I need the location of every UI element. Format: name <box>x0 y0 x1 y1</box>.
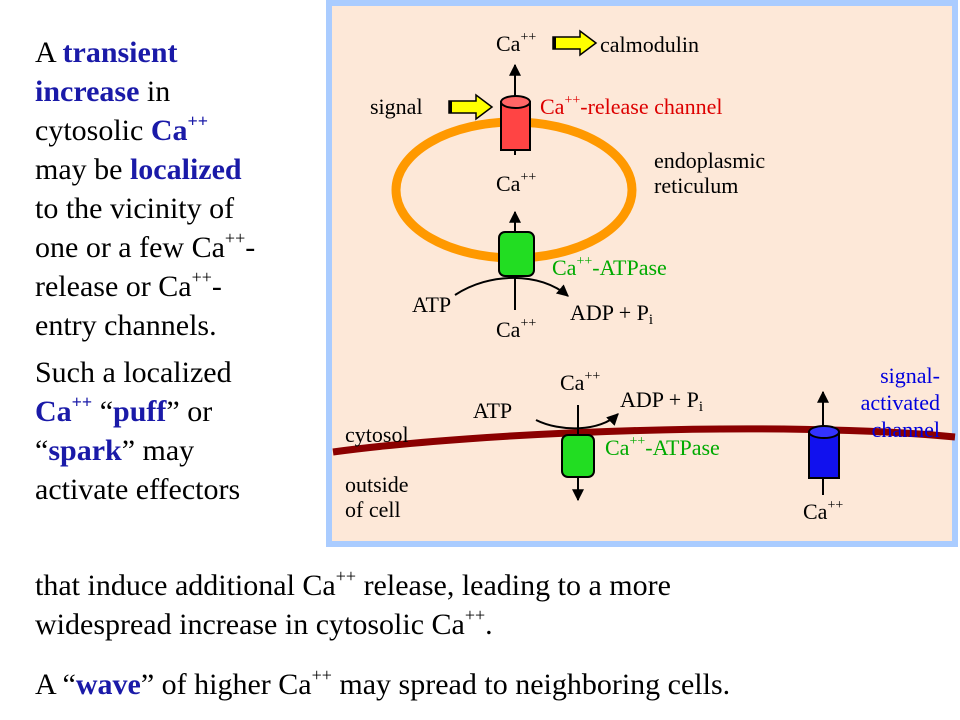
label-ca-pm: Ca++ <box>560 369 600 395</box>
emphasis-puff: puff <box>113 395 167 428</box>
label-release-channel: Ca++-release channel <box>540 93 723 119</box>
text-release-or: release or Ca <box>35 270 192 303</box>
diagram-panel <box>326 0 958 547</box>
yellow-arrow-calmodulin <box>552 29 598 57</box>
label-signal-activated-3: channel <box>872 417 940 442</box>
label-ca-er-lumen: Ca++ <box>496 170 536 196</box>
label-ca-top: Ca++ <box>496 30 536 56</box>
emphasis-wave: wave <box>75 668 141 701</box>
text-entry-channels: entry channels. <box>35 309 217 342</box>
text-induce-additional: that induce additional Ca <box>35 569 336 602</box>
text-release-leading: release, leading to a more <box>356 569 671 602</box>
pm-atpase-body <box>561 434 595 478</box>
text-cytosolic: cytosolic <box>35 114 151 147</box>
emphasis-localized: localized <box>129 153 242 186</box>
paragraph-transient-increase: A transient increase in cytosolic Ca++ m… <box>35 36 256 342</box>
text-a: A <box>35 36 63 69</box>
emphasis-ca-2: Ca++ <box>35 392 93 428</box>
label-cytosol: cytosol <box>345 422 409 447</box>
text-may-be: may be <box>35 153 130 186</box>
label-signal-activated-2: activated <box>861 390 940 415</box>
label-adp-pi-pm: ADP + Pi <box>620 387 703 415</box>
paragraph-localized-puff: Such a localized Ca++ “puff” or “spark” … <box>35 356 241 506</box>
emphasis-spark: spark <box>48 434 122 467</box>
calcium-signaling-diagram: Ca++ calmodulin signal Ca++-release chan… <box>326 0 958 547</box>
signal-channel-body <box>808 431 840 479</box>
text-spread-neighboring: may spread to neighboring cells. <box>331 668 731 701</box>
label-of-cell: of cell <box>345 497 401 522</box>
plasma-membrane <box>332 425 956 456</box>
text-widespread: widespread increase in cytosolic Ca <box>35 608 465 641</box>
text-such-localized: Such a localized <box>35 356 232 389</box>
er-atpase <box>454 210 569 310</box>
text-in: in <box>139 75 171 108</box>
label-pm-atpase: Ca++-ATPase <box>605 434 720 460</box>
emphasis-ca: Ca++ <box>150 111 208 147</box>
release-channel-top <box>500 95 531 109</box>
left-text-block: A transient increase in cytosolic Ca++ m… <box>35 33 335 509</box>
er-atpase-body <box>498 231 535 277</box>
label-atp-er: ATP <box>412 292 451 317</box>
text-one-or-few: one or a few Ca <box>35 231 225 264</box>
label-outside: outside <box>345 472 409 497</box>
label-signal-activated-1: signal- <box>880 363 940 388</box>
label-reticulum: reticulum <box>654 173 738 198</box>
label-ca-outside: Ca++ <box>803 498 843 524</box>
er-atp-hydrolysis-arrow <box>454 276 569 297</box>
label-adp-pi-er: ADP + Pi <box>570 300 653 328</box>
label-signal: signal <box>370 94 423 119</box>
emphasis-transient: transient <box>62 36 178 69</box>
signal-channel-top <box>808 425 840 439</box>
label-er-atpase: Ca++-ATPase <box>552 254 667 280</box>
emphasis-increase: increase <box>35 75 140 108</box>
text-to-vicinity: to the vicinity of <box>35 192 235 225</box>
wave-text: A “wave” of higher Ca++ may spread to ne… <box>35 665 731 701</box>
label-atp-pm: ATP <box>473 398 512 423</box>
signal-activated-channel <box>808 390 840 495</box>
label-calmodulin: calmodulin <box>600 32 699 57</box>
release-channel-body <box>500 101 531 151</box>
pm-atp-hydrolysis-arrow <box>535 413 619 430</box>
label-ca-cytosol: Ca++ <box>496 316 536 342</box>
pm-atpase <box>535 405 619 502</box>
ca-release-channel <box>500 63 531 155</box>
label-endoplasmic: endoplasmic <box>654 148 765 173</box>
yellow-arrow-signal <box>448 93 494 121</box>
bottom-text-block: that induce additional Ca++ release, lea… <box>35 566 671 641</box>
text-activate-effectors: activate effectors <box>35 473 241 506</box>
